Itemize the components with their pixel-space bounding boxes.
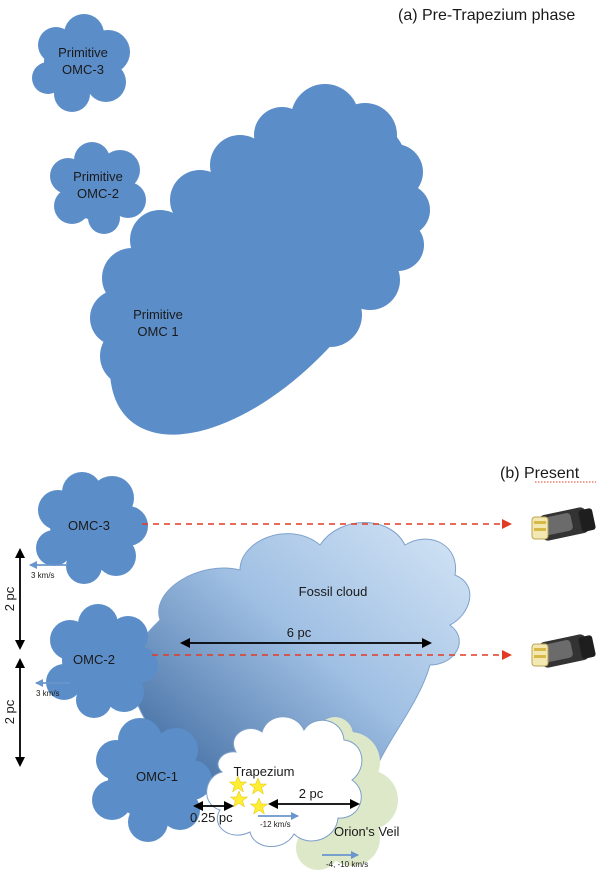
primitive-omc1-label-1: Primitive [133, 307, 183, 322]
star-icon [229, 790, 249, 808]
telescope-icon [531, 634, 596, 668]
star-icon [248, 777, 268, 795]
panel-a-title: (a) Pre-Trapezium phase [398, 7, 575, 24]
omc3-label: OMC-3 [68, 518, 110, 533]
primitive-omc2-cloud [50, 142, 146, 234]
orions-veil-label: Orion's Veil [334, 824, 399, 839]
omc1-label: OMC-1 [136, 769, 178, 784]
trapezium-label: Trapezium [234, 764, 295, 779]
omc1-cloud [92, 718, 212, 842]
primitive-omc3-label-2: OMC-3 [62, 62, 104, 77]
star-icon [228, 775, 248, 793]
velocity-omc2-label: 3 km/s [36, 689, 60, 698]
star-icon [249, 797, 269, 815]
primitive-omc1-label-2: OMC 1 [137, 324, 178, 339]
primitive-omc1-cloud [90, 84, 430, 435]
velocity-trapezium-label: -12 km/s [260, 820, 291, 829]
distance-upper-label: 2 pc [2, 586, 17, 611]
omc2-cloud [46, 604, 158, 718]
velocity-veil-label: -4, -10 km/s [326, 860, 368, 869]
primitive-omc3-cloud [32, 14, 130, 112]
fossil-width-label: 6 pc [287, 625, 312, 640]
omc1-distance-label: 0.25 pc [190, 810, 233, 825]
omc3-cloud [36, 472, 148, 584]
fossil-cloud-label: Fossil cloud [299, 584, 368, 599]
omc2-label: OMC-2 [73, 652, 115, 667]
trapezium-stars [228, 775, 269, 815]
primitive-omc3-label-1: Primitive [58, 45, 108, 60]
primitive-omc2-label-1: Primitive [73, 169, 123, 184]
telescope-icon [531, 507, 596, 541]
velocity-omc3-label: 3 km/s [31, 571, 55, 580]
trapezium-veil-label: 2 pc [299, 786, 324, 801]
panel-b-title: (b) Present [500, 465, 580, 482]
distance-lower-label: 2 pc [2, 699, 17, 724]
primitive-omc2-label-2: OMC-2 [77, 186, 119, 201]
